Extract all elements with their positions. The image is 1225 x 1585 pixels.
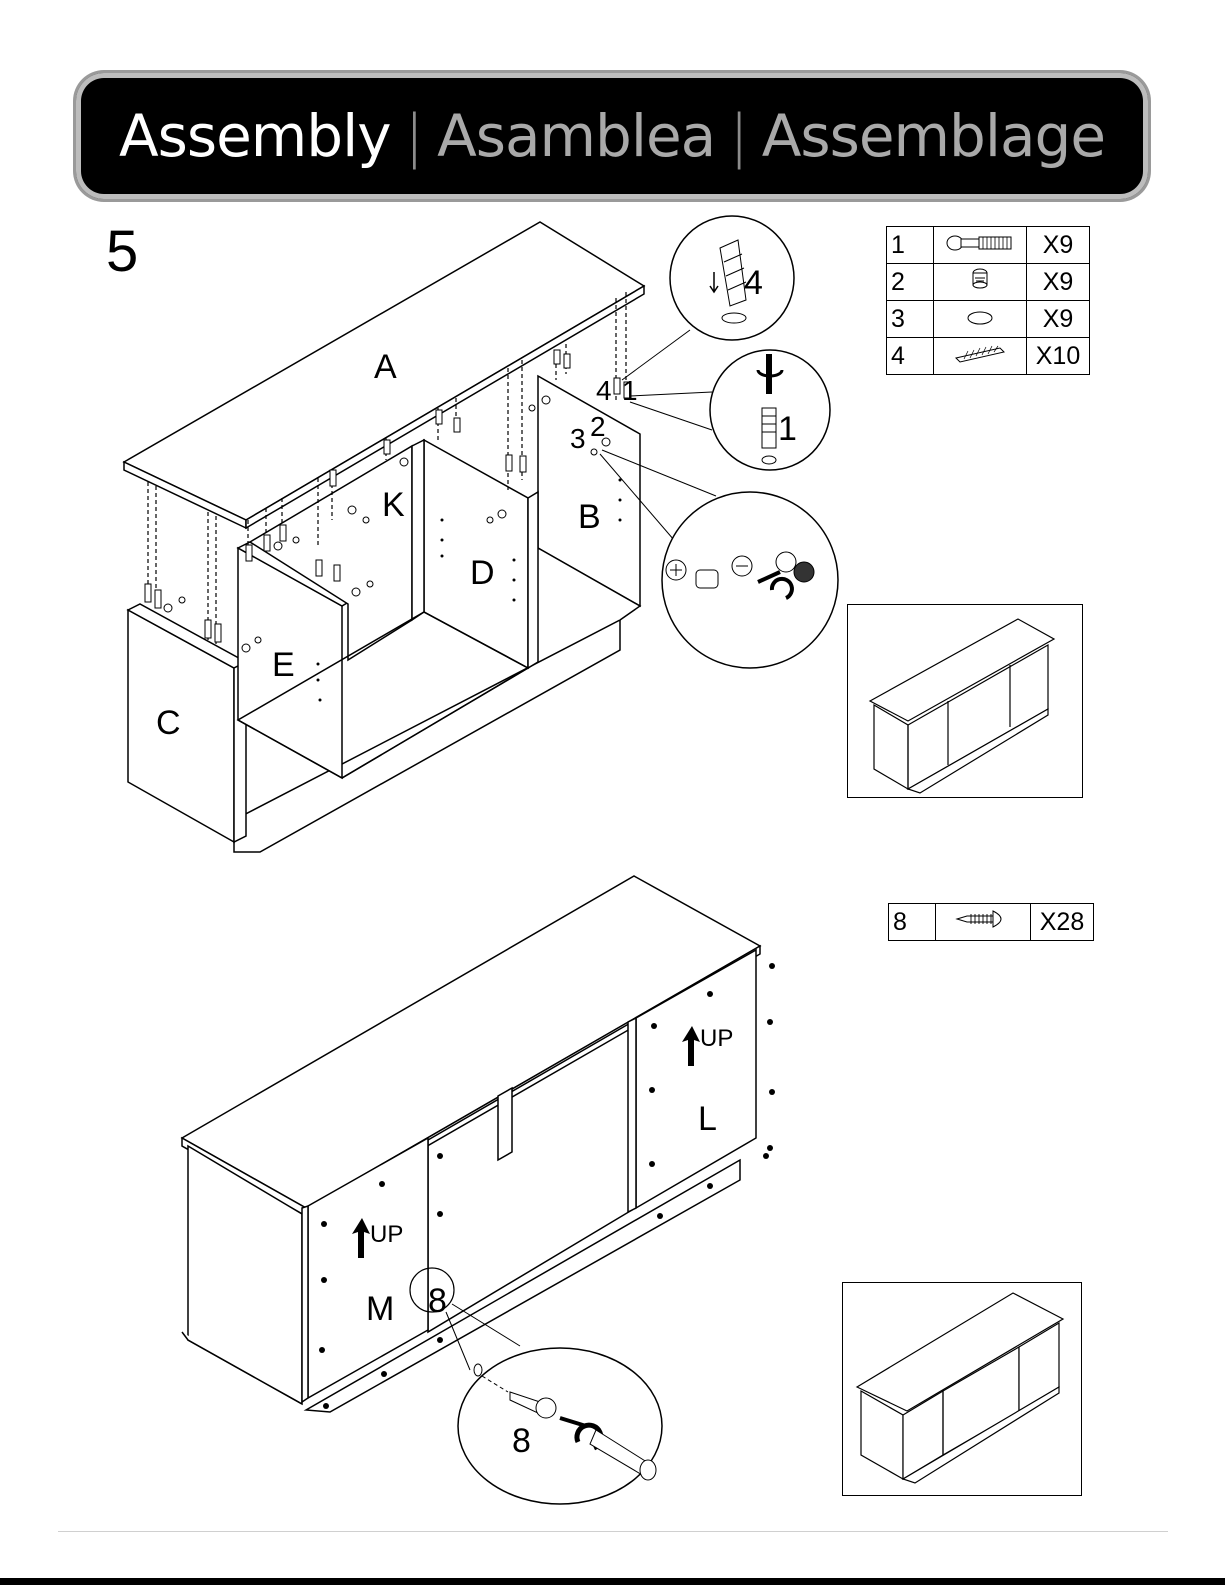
preview-thumbnail-closed [842, 1282, 1082, 1496]
callout-8: 8 [428, 1282, 447, 1320]
panel-c [128, 610, 234, 842]
detail-label-4: 4 [744, 264, 763, 302]
footer-divider [58, 1531, 1168, 1532]
label-a: A [374, 348, 397, 386]
callout-1: 1 [622, 375, 638, 406]
label-d: D [470, 554, 495, 592]
callout-4: 4 [596, 375, 612, 406]
label-k: K [382, 486, 405, 524]
panel-b [538, 376, 640, 606]
up-label-l: UP [700, 1025, 733, 1052]
label-l: L [698, 1100, 717, 1138]
callout-2: 2 [590, 411, 606, 442]
up-label-m: UP [370, 1221, 403, 1248]
detail-dowel: 4 [670, 216, 794, 340]
detail-cam-bolt: 1 [710, 350, 830, 470]
callout-3: 3 [570, 423, 586, 454]
detail-label-1: 1 [778, 410, 797, 448]
label-e: E [272, 646, 295, 684]
detail-screw: 8 [458, 1348, 662, 1504]
detail-cam-lock [662, 492, 838, 668]
label-b: B [578, 498, 601, 536]
detail-label-8: 8 [512, 1422, 531, 1460]
bottom-bar [0, 1578, 1225, 1585]
label-m: M [366, 1290, 394, 1328]
label-c: C [156, 704, 181, 742]
preview-thumbnail-open [847, 604, 1083, 798]
